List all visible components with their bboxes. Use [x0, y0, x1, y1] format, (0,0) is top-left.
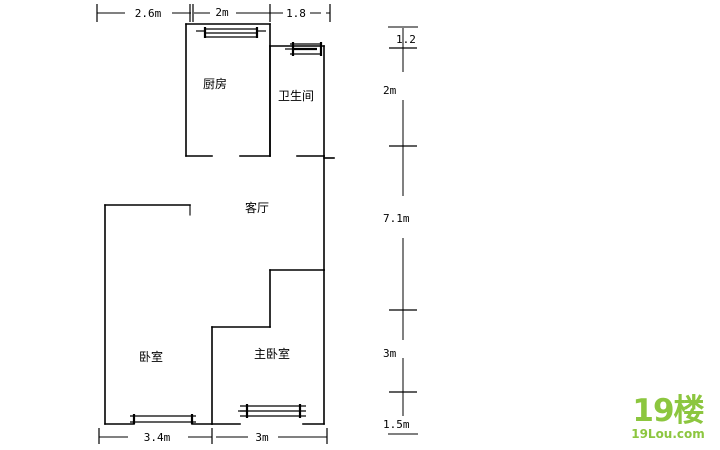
dim-right-3: 7.1m — [383, 212, 410, 225]
bottom-dimension-chain — [98, 428, 328, 444]
kitchen-walls — [185, 23, 271, 157]
dim-right-5: 1.5m — [383, 418, 410, 431]
bedroom-window — [130, 414, 196, 424]
room-label-kitchen: 厨房 — [203, 76, 227, 91]
room-label-bedroom: 卧室 — [139, 349, 163, 364]
room-label-master-bedroom: 主卧室 — [254, 346, 290, 361]
bedroom-partition-walls — [211, 269, 325, 425]
dim-right-1: 1.2 — [396, 33, 416, 46]
watermark-domain-text: 19Lou.com — [631, 427, 705, 441]
outer-walls — [104, 155, 335, 425]
dim-top-1: 2.6m — [135, 7, 162, 20]
right-dimension-chain — [388, 26, 418, 435]
dim-bottom-2: 3m — [255, 431, 269, 444]
bathroom-walls — [269, 45, 325, 157]
master-bedroom-window — [238, 404, 306, 418]
kitchen-window — [196, 27, 266, 38]
dim-top-2: 2m — [215, 6, 229, 19]
room-label-living-room: 客厅 — [245, 200, 269, 215]
watermark-logo-text: 19楼 — [632, 393, 704, 429]
dim-right-4: 3m — [383, 347, 397, 360]
room-label-bathroom: 卫生间 — [278, 89, 314, 103]
site-watermark: 19楼 19Lou.com — [622, 394, 714, 446]
top-dimension-chain — [96, 4, 331, 22]
dim-top-3: 1.8 — [286, 7, 306, 20]
dim-bottom-1: 3.4m — [144, 431, 171, 444]
bathroom-window — [285, 42, 323, 56]
dim-right-2: 2m — [383, 84, 397, 97]
